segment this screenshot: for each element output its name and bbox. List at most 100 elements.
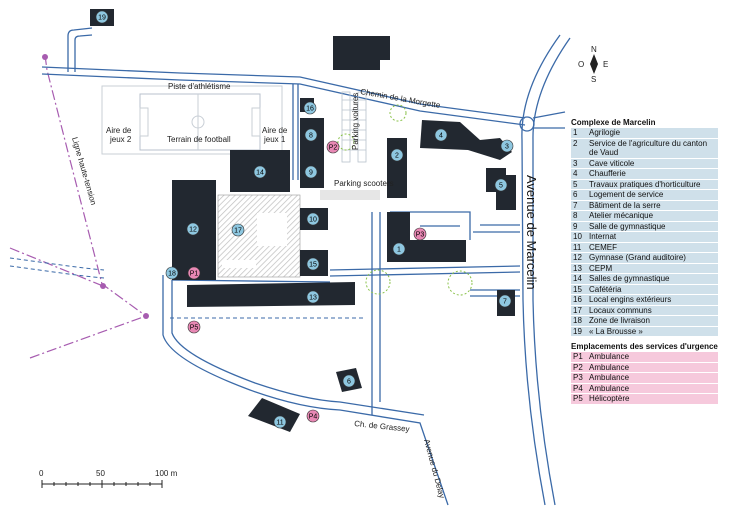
marker-m14: 14 [253, 165, 267, 179]
legend-number: 17 [573, 305, 582, 315]
legend-label: « La Brousse » [589, 326, 643, 336]
legend-label: Ambulance [589, 383, 630, 393]
legend-number: 11 [573, 242, 582, 252]
legend-number: 12 [573, 253, 582, 262]
legend-number: 4 [573, 169, 578, 178]
marker-label: 10 [309, 217, 317, 224]
marker-m6: 6 [342, 374, 356, 388]
marker-label: 7 [503, 299, 507, 306]
marker-m16: 16 [303, 101, 317, 115]
legend-label: Local engins extérieurs [589, 295, 672, 304]
legend-number: P4 [573, 383, 583, 393]
marker-circle [306, 409, 320, 423]
marker-label: P3 [416, 232, 425, 239]
marker-circle [306, 212, 320, 226]
marker-label: 19 [98, 15, 106, 22]
marker-label: 18 [168, 271, 176, 278]
marker-m3: 3 [500, 139, 514, 153]
legend-label: Atelier mécanique [589, 211, 654, 220]
legend-number: 5 [573, 179, 578, 189]
marker-circle [434, 128, 448, 142]
road-label-marcelin: Avenue de Marcelin [524, 175, 539, 290]
legend-label: Cafétéria [589, 284, 622, 294]
marker-m12: 12 [186, 222, 200, 236]
legend-label: Hélicoptère [589, 394, 630, 403]
marker-label: P4 [309, 414, 318, 421]
marker-m7: 7 [498, 294, 512, 308]
legend-number: P3 [573, 373, 583, 382]
marker-circle [187, 266, 201, 280]
marker-label: 13 [309, 295, 317, 302]
compass-n: N [591, 45, 597, 54]
marker-label: 12 [189, 227, 197, 234]
legend-label: Chaufferie [589, 169, 626, 178]
legend-number: 15 [573, 284, 582, 294]
marker-circle [304, 165, 318, 179]
marker-p2: P2 [326, 140, 340, 154]
road-network [41, 27, 571, 506]
label-aire2-line2: jeux 2 [109, 135, 132, 144]
legend-number: 1 [573, 128, 578, 137]
legend-row: 1 Agrilogie [571, 128, 718, 138]
legend-number: 9 [573, 221, 578, 231]
marker-label: 5 [499, 183, 503, 190]
legend-label: Salles de gymnastique [589, 274, 670, 283]
legend-label: Ambulance [589, 373, 630, 382]
legend-label: Bâtiment de la serre [589, 200, 661, 210]
marker-label: 6 [347, 379, 351, 386]
marker-circle [494, 178, 508, 192]
label-aire1-line1: Aire de [262, 126, 288, 135]
legend-label: Agrilogie [589, 128, 621, 137]
legend-number: 18 [573, 316, 582, 325]
marker-label: 3 [505, 144, 509, 151]
legend-number: 19 [573, 326, 582, 336]
legend-label: Service de l'agriculture du canton de Va… [589, 138, 708, 158]
marker-m1: 1 [392, 242, 406, 256]
marker-m11: 11 [273, 415, 287, 429]
line-label-ht: Ligne haute-tension [70, 136, 98, 206]
car-parking [341, 91, 367, 163]
marker-circle [326, 140, 340, 154]
legend-row: 15 Cafétéria [571, 284, 718, 294]
marker-circle [500, 139, 514, 153]
label-aire2-line1: Aire de [106, 126, 132, 135]
marker-circle [390, 148, 404, 162]
marker-m18: 18 [165, 266, 179, 280]
marker-p3: P3 [413, 227, 427, 241]
marker-p5: P5 [187, 320, 201, 334]
legend-row: 19 « La Brousse » [571, 326, 718, 336]
marker-label: 14 [256, 170, 264, 177]
label-parking-voitures: Parking voitures [351, 93, 360, 150]
marker-label: 17 [234, 228, 242, 235]
marker-m8: 8 [304, 128, 318, 142]
marker-m13: 13 [306, 290, 320, 304]
legend-title-emergency: Emplacements des services d'urgence [571, 342, 718, 351]
marker-label: P5 [190, 325, 199, 332]
trees [337, 104, 473, 296]
marker-label: 2 [395, 153, 399, 160]
marker-m5: 5 [494, 178, 508, 192]
label-football: Terrain de football [167, 135, 231, 144]
marker-circle [392, 242, 406, 256]
marker-p1: P1 [187, 266, 201, 280]
marker-label: 15 [309, 262, 317, 269]
legend-row: P4 Ambulance [571, 383, 718, 393]
compass-s: S [591, 75, 596, 84]
label-aire1-line2: jeux 1 [263, 135, 286, 144]
marker-p4: P4 [306, 409, 320, 423]
marker-m9: 9 [304, 165, 318, 179]
legend-label: Locaux communs [589, 305, 652, 315]
